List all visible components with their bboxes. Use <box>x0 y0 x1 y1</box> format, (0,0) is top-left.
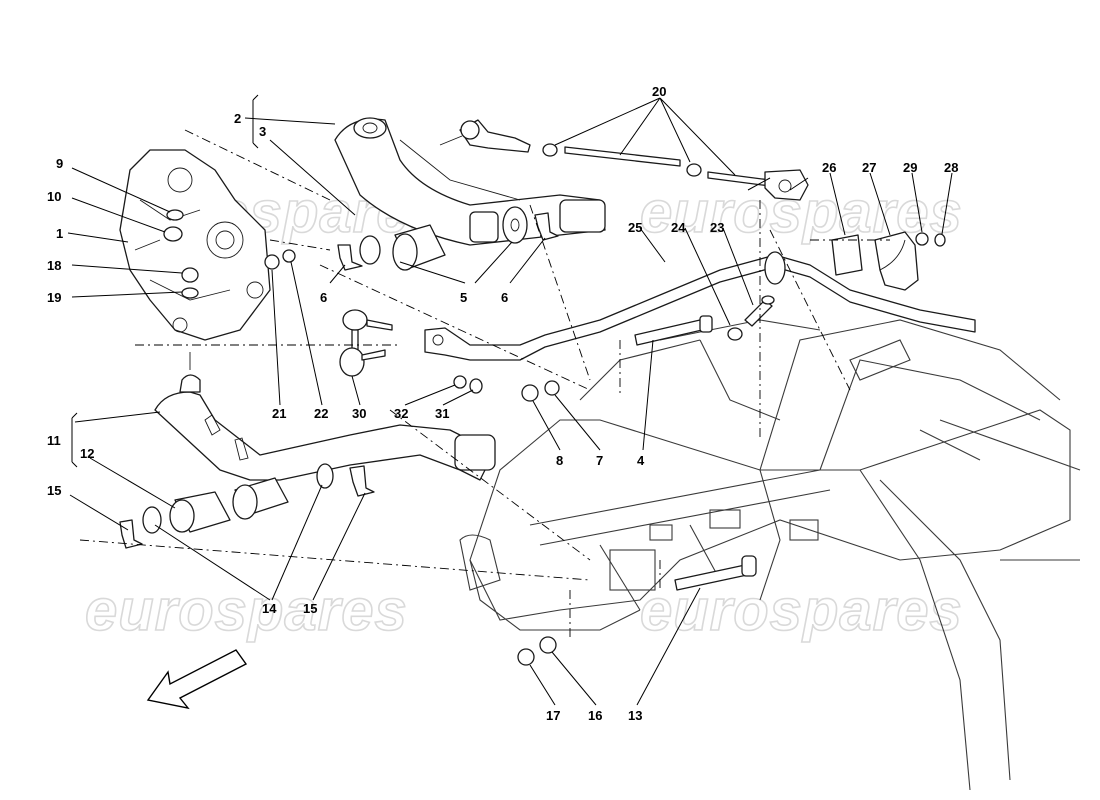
watermark-bottom-left: eurospares <box>85 578 408 643</box>
callout-7: 7 <box>596 453 603 468</box>
callout-26: 26 <box>822 160 836 175</box>
callout-14: 14 <box>262 601 277 616</box>
callout-24: 24 <box>671 220 686 235</box>
watermark-bottom-right: eurospares <box>640 578 963 643</box>
direction-arrow-icon <box>146 649 248 710</box>
callout-31: 31 <box>435 406 449 421</box>
callout-11: 11 <box>47 433 61 448</box>
callout-13: 13 <box>628 708 642 723</box>
hub-carrier <box>119 149 271 341</box>
leader-lines <box>67 94 953 706</box>
anti-roll-bar <box>424 251 976 361</box>
callout-29: 29 <box>903 160 917 175</box>
callout-15-left: 15 <box>47 483 61 498</box>
callout-21: 21 <box>272 406 286 421</box>
upper-bushing-set <box>359 206 528 271</box>
bolt-23-washer-24 <box>727 295 775 341</box>
callout-6-upper-right: 6 <box>501 290 508 305</box>
bracket-fasteners <box>915 232 946 247</box>
callout-5: 5 <box>460 290 467 305</box>
nut-17-washer-16 <box>517 636 557 666</box>
callout-6-upper-left: 6 <box>320 290 327 305</box>
callout-8: 8 <box>556 453 563 468</box>
bolt-13 <box>674 555 757 591</box>
tie-rod-assembly <box>439 119 809 201</box>
callout-16: 16 <box>588 708 602 723</box>
callout-4: 4 <box>637 453 645 468</box>
callout-labels: 1 2 3 4 5 6 6 7 8 9 10 11 12 13 14 15 15… <box>47 84 958 723</box>
lower-bushing-set <box>142 463 334 534</box>
nut-8-washer-7 <box>521 380 560 402</box>
center-lines <box>79 129 890 640</box>
callout-32: 32 <box>394 406 408 421</box>
callout-22: 22 <box>314 406 328 421</box>
chassis-frame <box>459 319 1081 791</box>
callout-27: 27 <box>862 160 876 175</box>
callout-23: 23 <box>710 220 724 235</box>
callout-20: 20 <box>652 84 666 99</box>
callout-12: 12 <box>80 446 94 461</box>
bolt-4 <box>634 315 713 346</box>
upper-control-arm <box>334 117 606 246</box>
knuckle-fasteners <box>163 209 296 299</box>
callout-15-right: 15 <box>303 601 317 616</box>
callout-19: 19 <box>47 290 61 305</box>
callout-3: 3 <box>259 124 266 139</box>
callout-28: 28 <box>944 160 958 175</box>
callout-30: 30 <box>352 406 366 421</box>
callout-18: 18 <box>47 258 61 273</box>
callout-1: 1 <box>56 226 63 241</box>
callout-9: 9 <box>56 156 63 171</box>
callout-25: 25 <box>628 220 642 235</box>
clip-parts <box>119 212 559 549</box>
bar-bushing-bracket <box>831 231 919 291</box>
callout-2: 2 <box>234 111 241 126</box>
callout-17: 17 <box>546 708 560 723</box>
callout-10: 10 <box>47 189 61 204</box>
lower-control-arm <box>154 352 496 481</box>
